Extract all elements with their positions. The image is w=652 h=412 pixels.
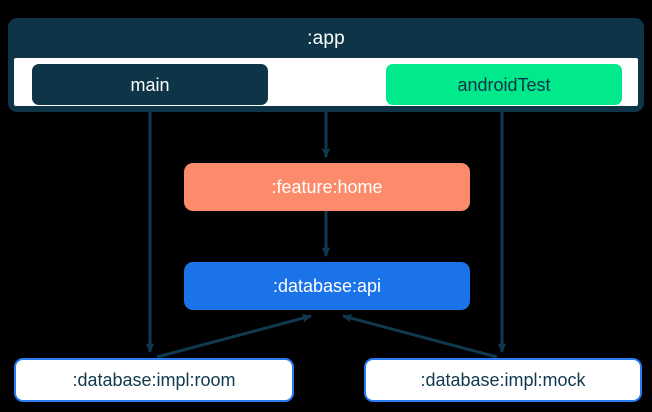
node-database-impl-mock[interactable]: :database:impl:mock (364, 358, 642, 402)
node-main-label: main (130, 74, 170, 95)
node-database-impl-room-label: :database:impl:room (72, 370, 236, 390)
node-database-impl-mock-label: :database:impl:mock (420, 370, 586, 390)
cluster-app-label: :app (307, 27, 345, 49)
node-database-impl-room[interactable]: :database:impl:room (14, 358, 294, 402)
node-androidtest-label: androidTest (457, 74, 551, 95)
edge-database-impl-room-to-database-api (156, 313, 312, 359)
node-database-api-label: :database:api (272, 276, 382, 296)
node-androidtest[interactable]: androidTest (386, 64, 622, 105)
node-database-api[interactable]: :database:api (184, 262, 470, 310)
node-feature-home[interactable]: :feature:home (184, 163, 470, 211)
cluster-app-title: :app (8, 18, 644, 58)
edge-database-impl-mock-to-database-api (342, 313, 498, 359)
node-main[interactable]: main (32, 64, 268, 105)
node-feature-home-label: :feature:home (271, 177, 383, 197)
